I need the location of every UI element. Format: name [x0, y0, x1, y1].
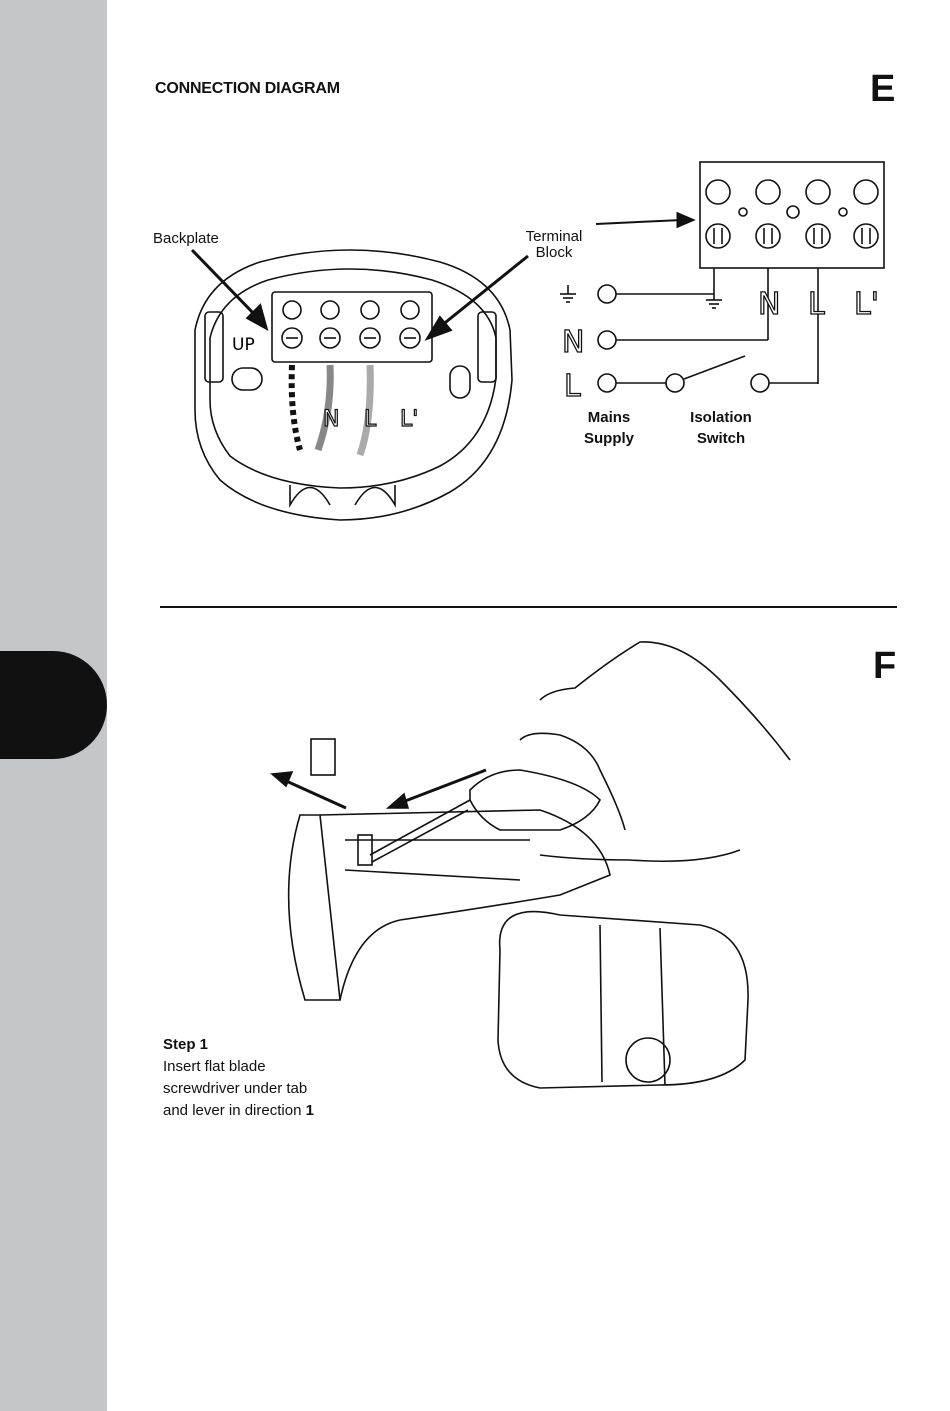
- step-title: Step 1: [163, 1034, 314, 1056]
- step-line-3: and lever in direction 1: [163, 1100, 314, 1122]
- step-line-1: Insert flat blade: [163, 1056, 314, 1078]
- step-line-2: screwdriver under tab: [163, 1078, 314, 1100]
- step-1-instructions: Step 1 Insert flat blade screwdriver und…: [163, 1034, 314, 1122]
- direction-marker-box: [311, 739, 335, 775]
